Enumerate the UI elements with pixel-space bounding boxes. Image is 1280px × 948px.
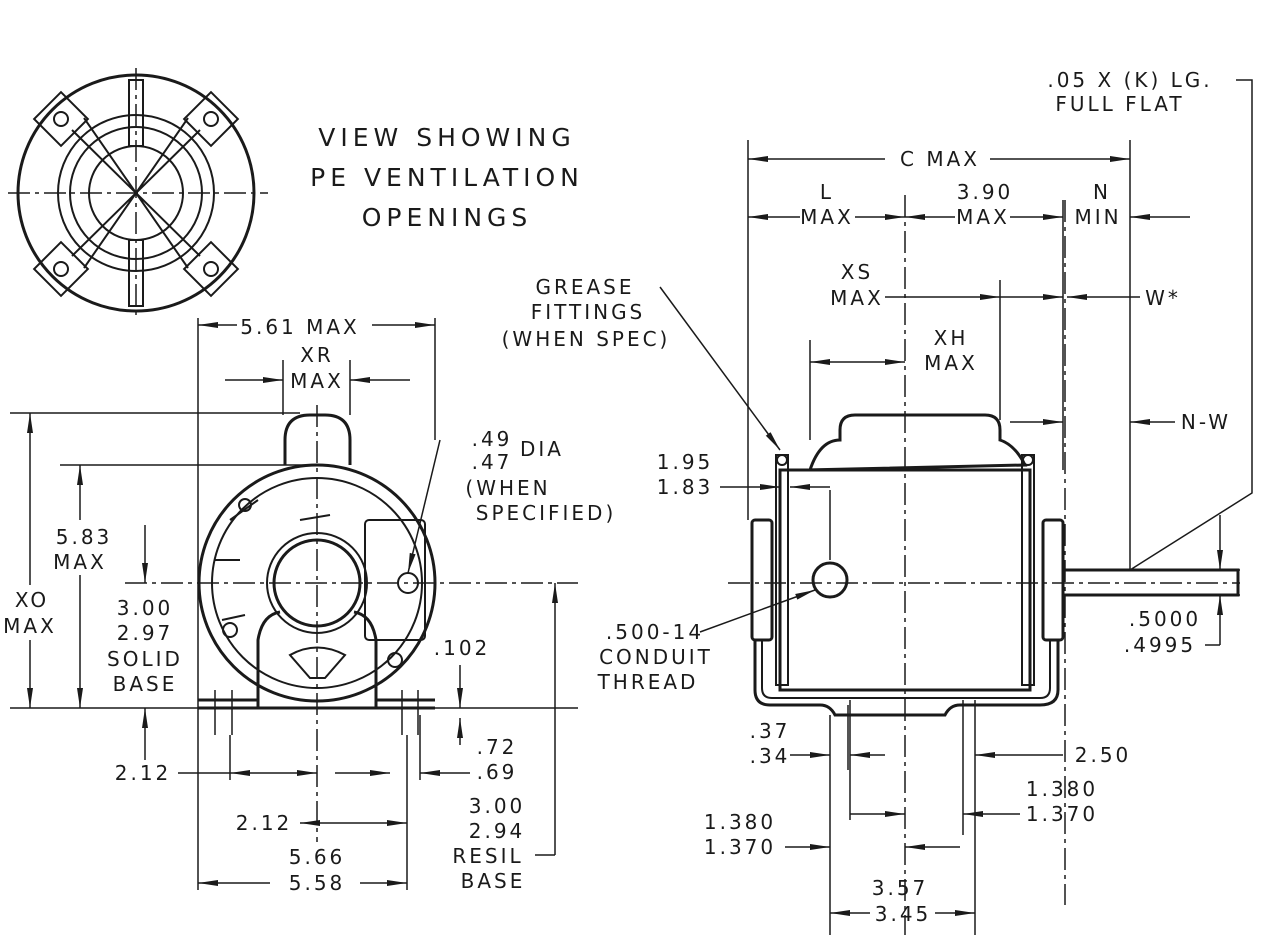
conduit-line2: CONDUIT — [599, 645, 713, 669]
dim-xo: XO — [15, 588, 49, 612]
dim-c-max: C MAX — [900, 147, 980, 171]
resil-bottom: 2.94 — [469, 819, 526, 843]
right-1-370: 1.370 — [1026, 802, 1098, 826]
hole-specified: SPECIFIED) — [476, 501, 617, 525]
ventilation-end-view — [8, 68, 268, 318]
conduit-line3: THREAD — [597, 670, 699, 694]
left-1-370: 1.370 — [704, 835, 776, 859]
dim-n-min: MIN — [1074, 205, 1121, 229]
hole-dia-label: DIA — [520, 437, 564, 461]
hole-when: (WHEN — [465, 476, 550, 500]
slot-top: .72 — [477, 735, 518, 759]
right-1-380: 1.380 — [1026, 777, 1098, 801]
width-top: 5.66 — [289, 845, 346, 869]
slot-bottom: .69 — [477, 760, 518, 784]
left-1-380: 1.380 — [704, 810, 776, 834]
solid-base-top: 3.00 — [117, 596, 174, 620]
dim-1-83: 1.83 — [657, 475, 714, 499]
view-title-line3: OPENINGS — [362, 203, 533, 232]
dim-xs: XS — [841, 260, 873, 284]
dim-3-90: 3.90 — [957, 180, 1014, 204]
dim-3-57: 3.57 — [872, 876, 929, 900]
dim-n: N — [1093, 180, 1111, 204]
height-5-83-max: MAX — [53, 550, 107, 574]
solid-base-bottom: 2.97 — [117, 621, 174, 645]
dim-w: W* — [1145, 286, 1181, 310]
conduit-line1: .500-14 — [606, 620, 704, 644]
dim-xh: XH — [934, 326, 969, 350]
dim-3-90-max: MAX — [956, 205, 1010, 229]
dim-2-50: 2.50 — [1075, 743, 1132, 767]
dim-l-max: MAX — [800, 205, 854, 229]
width-bottom: 5.58 — [289, 871, 346, 895]
dim-5-61-max: 5.61 MAX — [240, 315, 360, 339]
front-view — [10, 318, 578, 890]
dim-l: L — [820, 180, 834, 204]
hole-dia-bottom: .47 — [472, 450, 513, 474]
dim-2-12-a: 2.12 — [115, 761, 172, 785]
dim-3-45: 3.45 — [875, 902, 932, 926]
height-5-83: 5.83 — [56, 525, 113, 549]
dim-34: .34 — [750, 744, 791, 768]
shaft-dia-bottom: .4995 — [1124, 633, 1196, 657]
solid-base-label: BASE — [113, 672, 178, 696]
view-title-line1: VIEW SHOWING — [318, 123, 575, 152]
dim-37: .37 — [750, 719, 791, 743]
side-view — [659, 79, 1253, 935]
solid-label: SOLID — [107, 647, 183, 671]
shaft-dia-top: .5000 — [1129, 607, 1201, 631]
resil-label: RESIL — [452, 844, 523, 868]
front-view-labels: 5.61 MAX XR MAX .49 DIA .47 (WHEN SPECIF… — [3, 315, 617, 895]
dim-xr-max: MAX — [290, 369, 344, 393]
dim-102: .102 — [434, 636, 491, 660]
resil-base: BASE — [461, 869, 526, 893]
grease-line1: GREASE — [535, 275, 634, 299]
dim-xo-max: MAX — [3, 614, 57, 638]
dim-n-w: N-W — [1181, 410, 1231, 434]
flat-line1: .05 X (K) LG. — [1047, 68, 1212, 92]
dim-xh-max: MAX — [924, 351, 978, 375]
resil-top: 3.00 — [469, 794, 526, 818]
grease-line3: (WHEN SPEC) — [502, 327, 671, 351]
dim-2-12-b: 2.12 — [236, 811, 293, 835]
view-title-line2: PE VENTILATION — [310, 163, 584, 192]
flat-line2: FULL FLAT — [1055, 92, 1184, 116]
grease-line2: FITTINGS — [531, 300, 646, 324]
dim-xs-max: MAX — [830, 286, 884, 310]
hole-dia-top: .49 — [472, 427, 513, 451]
side-view-labels: .05 X (K) LG. FULL FLAT C MAX L MAX 3.90… — [502, 68, 1231, 926]
dim-1-95: 1.95 — [657, 450, 714, 474]
dim-xr: XR — [300, 343, 334, 367]
